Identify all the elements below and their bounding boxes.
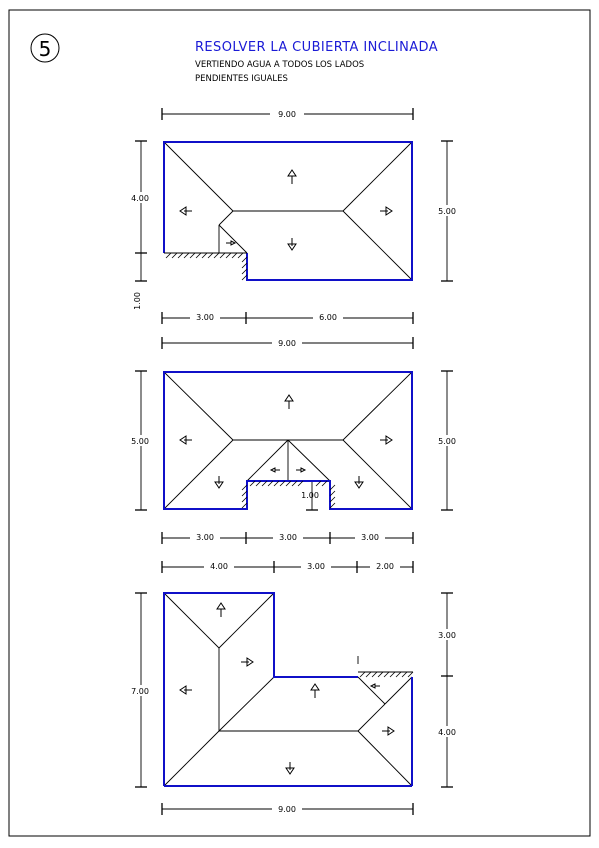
plan1-dim-right-label: 5.00 (438, 207, 456, 216)
plan2-dim-left-label: 5.00 (131, 437, 149, 446)
plan2-outline (163, 371, 413, 510)
plan3-dim-right-top-label: 3.00 (438, 631, 456, 640)
plan3-dim-bottom: 9.00 (161, 803, 414, 815)
plan-1: 9.00 4.00 1.00 5.00 3.00 (126, 108, 462, 324)
plan2-dim-notch-label: 1.00 (301, 491, 319, 500)
plan3-dim-left-label: 7.00 (131, 687, 149, 696)
plan3-roof-lines (163, 592, 413, 787)
plan1-dim-top: 9.00 (161, 108, 414, 120)
plan2-dim-bottom-a-label: 3.00 (196, 533, 214, 542)
plan1-dim-left-label: 4.00 (131, 194, 149, 203)
plan3-dim-right: 3.00 4.00 (434, 592, 462, 788)
plan1-dim-bottom-left-label: 3.00 (196, 313, 214, 322)
plan2-dim-notch: 1.00 (301, 481, 319, 511)
slope-arrow-icon (179, 169, 393, 251)
plan2-dim-bottom-c-label: 3.00 (361, 533, 379, 542)
plan2-roof-lines (163, 371, 413, 510)
sheet-title: RESOLVER LA CUBIERTA INCLINADA (195, 40, 438, 55)
plan3-dim-right-bottom-label: 4.00 (438, 728, 456, 737)
sheet-number: 5 (39, 37, 52, 61)
sheet-header: 5 RESOLVER LA CUBIERTA INCLINADA VERTIEN… (30, 33, 438, 84)
plan3-outline (163, 592, 413, 786)
plan2-dim-bottom: 3.00 3.00 3.00 (161, 531, 414, 544)
plan2-dim-top: 9.00 (161, 337, 414, 349)
slope-arrow-icon (179, 602, 395, 775)
sheet-subtitle-1: VERTIENDO AGUA A TODOS LOS LADOS (195, 60, 364, 70)
hatch-wall-icon (241, 480, 336, 509)
plan1-dim-notch-label: 1.00 (133, 292, 142, 310)
plan2-dim-left: 5.00 (126, 370, 154, 511)
plan3-dim-top-b-label: 3.00 (307, 562, 325, 571)
plan3-dim-top-c-label: 2.00 (376, 562, 394, 571)
plan1-roof-lines (163, 141, 413, 281)
plan1-dim-left: 4.00 1.00 (126, 140, 154, 310)
plan1-dim-top-label: 9.00 (278, 110, 296, 119)
sheet-subtitle-2: PENDIENTES IGUALES (195, 74, 288, 84)
plan2-dim-right: 5.00 (434, 370, 462, 511)
hatch-wall-icon (358, 671, 414, 678)
slope-arrow-icon (179, 394, 393, 489)
plan1-dim-bottom: 3.00 6.00 (161, 311, 414, 324)
hatch-wall-icon (165, 252, 248, 281)
plan2-dim-right-label: 5.00 (438, 437, 456, 446)
circle-number-icon (30, 33, 60, 63)
plan3-dim-top: 4.00 3.00 2.00 (161, 560, 414, 573)
plan2-dim-bottom-b-label: 3.00 (279, 533, 297, 542)
plan-3: 4.00 3.00 2.00 7.00 3.00 4.00 (126, 560, 462, 815)
plan3-dim-left: 7.00 (126, 592, 154, 788)
sheet-border (8, 9, 591, 837)
plan1-dim-right: 5.00 (434, 140, 462, 282)
plan2-dim-top-label: 9.00 (278, 339, 296, 348)
plan1-dim-bottom-right-label: 6.00 (319, 313, 337, 322)
plan3-dim-bottom-label: 9.00 (278, 805, 296, 814)
plan-2: 9.00 5.00 5.00 3.00 3.00 3.0 (126, 337, 462, 544)
plan3-dim-top-a-label: 4.00 (210, 562, 228, 571)
